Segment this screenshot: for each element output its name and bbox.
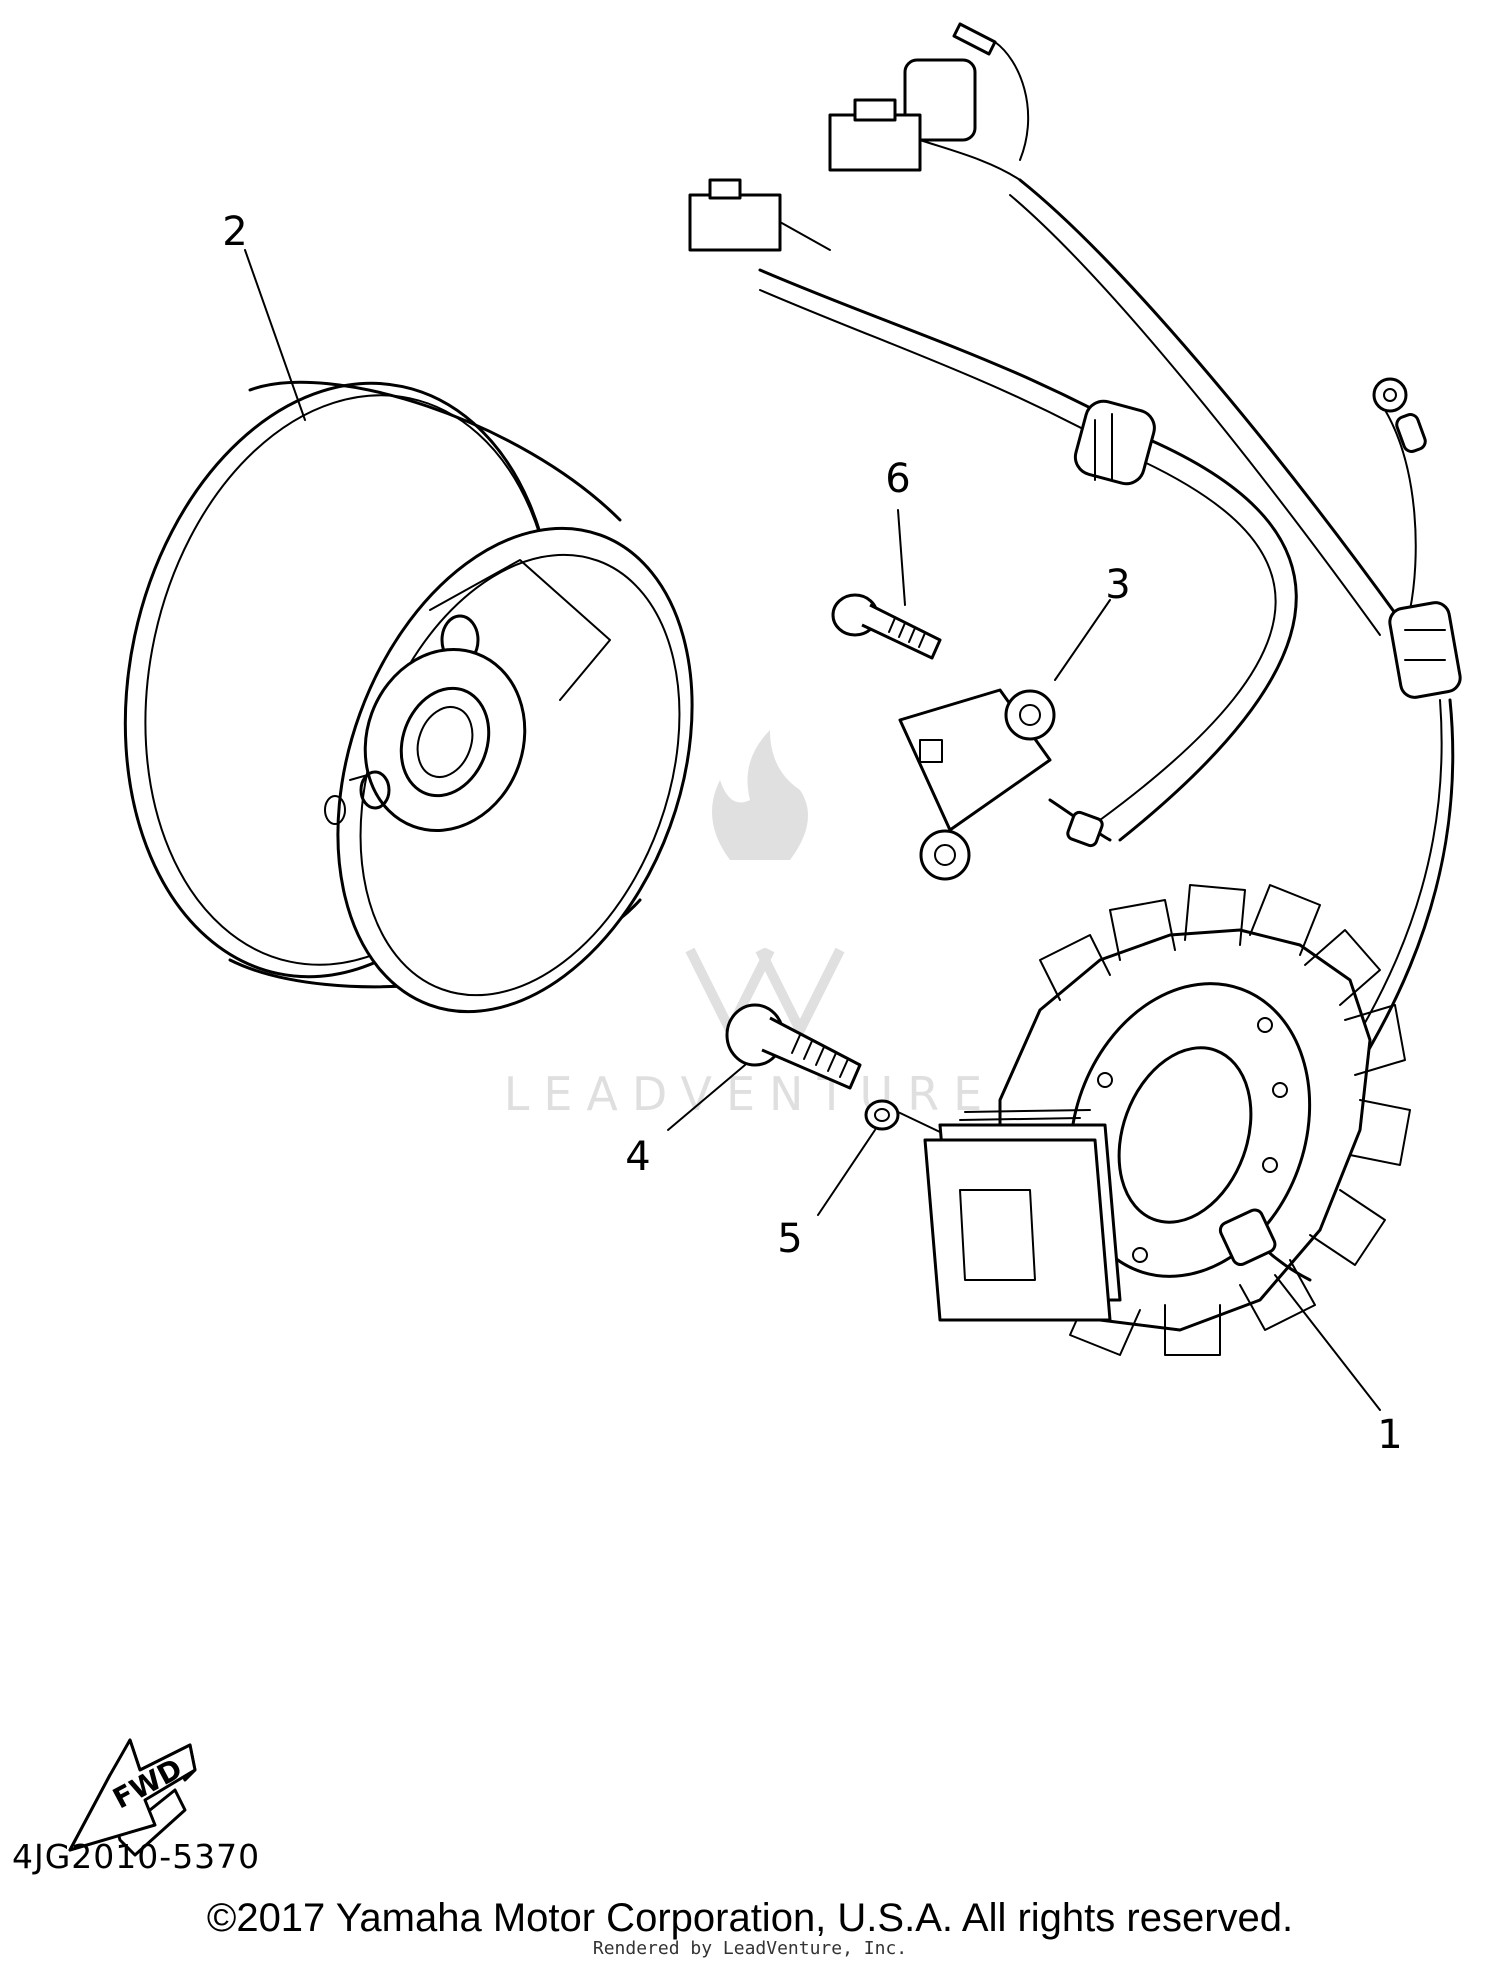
copyright-notice: ©2017 Yamaha Motor Corporation, U.S.A. A… (206, 1896, 1294, 1940)
rendered-by-credit: Rendered by LeadVenture, Inc. (592, 1938, 908, 1959)
callout-5: 5 (777, 1216, 802, 1262)
stator-assembly (923, 884, 1411, 1356)
watermark: LEADVENTURE (504, 730, 997, 1121)
bolt-pickup (831, 593, 942, 660)
callout-2: 2 (222, 209, 247, 255)
pickup-coil (898, 688, 1112, 881)
callout-6: 6 (885, 456, 910, 502)
callout-1: 1 (1377, 1412, 1402, 1458)
callout-4: 4 (625, 1134, 650, 1180)
leadventure-flame-logo (712, 730, 808, 860)
watermark-text: LEADVENTURE (504, 1067, 997, 1121)
callout-3: 3 (1105, 562, 1130, 608)
washer (864, 1099, 941, 1133)
bolt-stator (725, 1003, 862, 1090)
leader-lines (244, 249, 1381, 1411)
flywheel-rotor (123, 380, 694, 1014)
diagram-code: 4JG2010-5370 (12, 1837, 260, 1876)
coupler-left (688, 178, 831, 252)
grommet-upper (1073, 399, 1156, 486)
coupler-top (828, 22, 1030, 181)
grommet-right (1388, 601, 1462, 699)
fwd-badge: FWD (68, 1738, 197, 1857)
ground-terminal (1372, 377, 1427, 453)
